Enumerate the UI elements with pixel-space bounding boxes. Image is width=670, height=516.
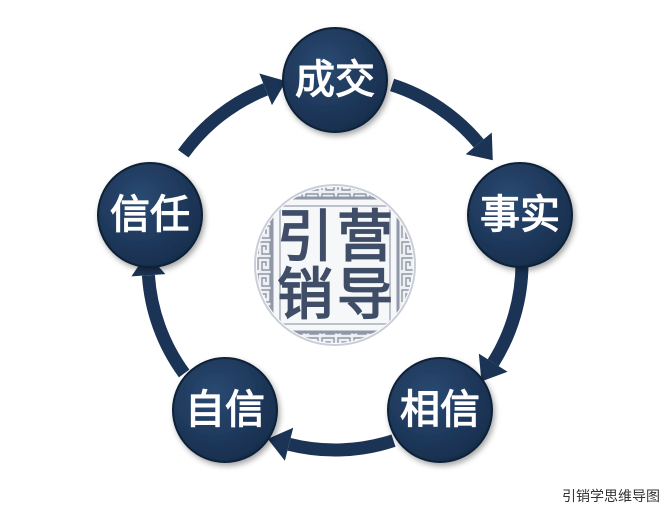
cycle-arc: [287, 434, 396, 457]
node-deal: 成交: [282, 27, 388, 133]
node-trust: 信任: [97, 162, 203, 268]
node-facts: 事实: [467, 162, 573, 268]
seal-char-3: 销: [277, 262, 333, 328]
node-facts-label: 事实: [480, 192, 560, 238]
node-deal-label: 成交: [295, 57, 375, 103]
node-belief: 相信: [387, 357, 493, 463]
cycle-arrowhead: [478, 353, 508, 382]
cycle-arc: [390, 78, 484, 148]
center-seal: 引 营 销 导: [254, 184, 416, 346]
node-confidence-label: 自信: [185, 387, 265, 433]
node-trust-label: 信任: [110, 192, 190, 238]
node-confidence: 自信: [172, 357, 278, 463]
cycle-arrowhead: [259, 73, 287, 106]
seal-char-2: 营: [337, 204, 393, 270]
seal-square: [270, 196, 400, 334]
cycle-arc: [487, 262, 529, 367]
cycle-arc: [178, 83, 269, 158]
cycle-arrowhead: [267, 427, 294, 461]
seal-char-4: 导: [337, 262, 393, 328]
cycle-arrowhead: [465, 132, 493, 161]
node-belief-label: 相信: [400, 387, 480, 433]
cycle-arc: [141, 274, 190, 378]
caption: 引销学思维导图: [562, 489, 660, 505]
cycle-ring: [131, 73, 529, 461]
seal-char-1: 引: [277, 204, 333, 270]
